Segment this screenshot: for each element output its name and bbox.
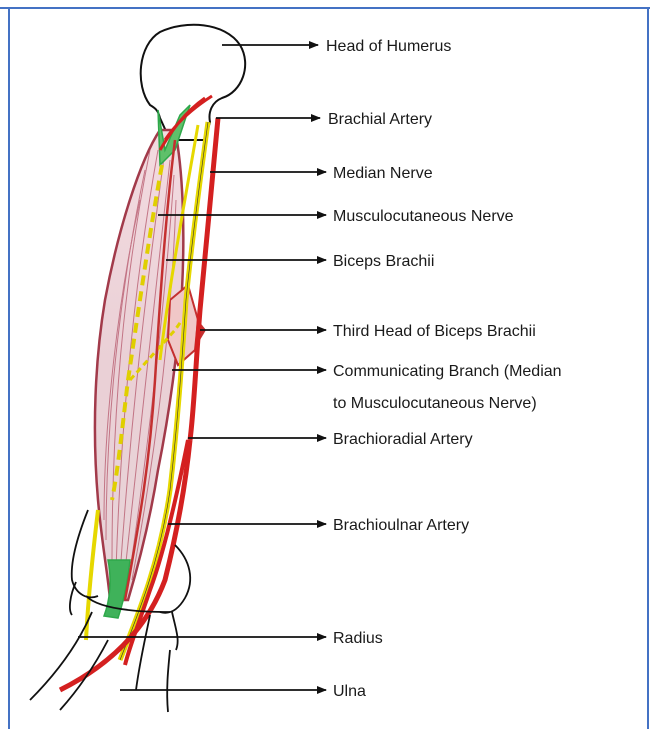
label-median-nerve: Median Nerve (333, 165, 433, 182)
frame-border-right (647, 7, 649, 729)
label-radius: Radius (333, 630, 383, 647)
label-ulna: Ulna (333, 683, 366, 700)
label-musculocutaneous-nerve: Musculocutaneous Nerve (333, 208, 514, 225)
label-communicating-branch-line1: Communicating Branch (Median (333, 363, 562, 380)
label-brachial-artery: Brachial Artery (328, 111, 432, 128)
frame-border-top (0, 7, 650, 9)
frame-border-left (8, 7, 10, 729)
label-brachioulnar-artery: Brachioulnar Artery (333, 517, 469, 534)
label-communicating-branch-line2: to Musculocutaneous Nerve) (333, 395, 537, 412)
humerus-bone (141, 25, 245, 140)
label-biceps-brachii: Biceps Brachii (333, 253, 434, 270)
label-brachioradial-artery: Brachioradial Artery (333, 431, 473, 448)
label-head-of-humerus: Head of Humerus (326, 38, 451, 55)
label-third-head: Third Head of Biceps Brachii (333, 323, 536, 340)
